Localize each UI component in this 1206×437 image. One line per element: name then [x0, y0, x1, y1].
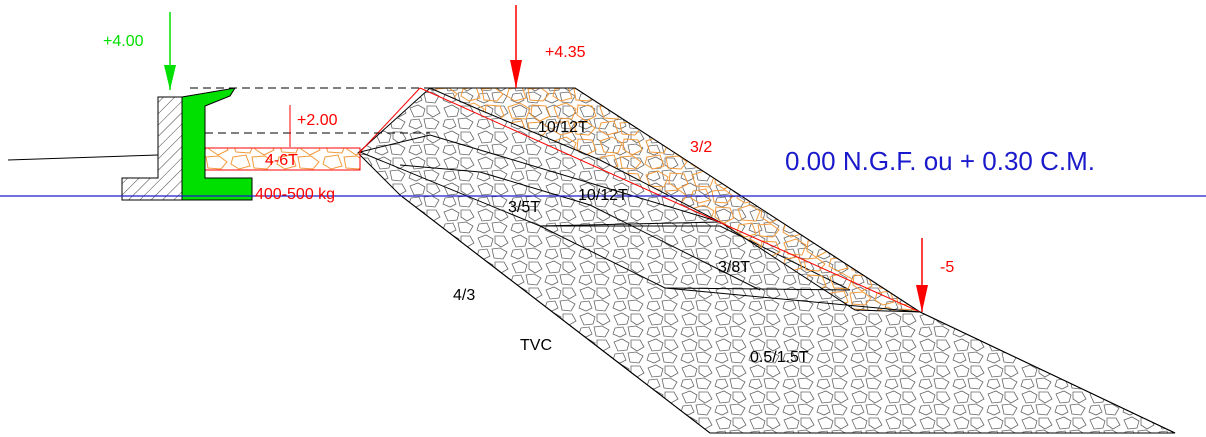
arrow-crest-level [510, 5, 522, 88]
core-body [357, 87, 1176, 434]
sea-level-label: 0.00 N.G.F. ou + 0.30 C.M. [785, 146, 1095, 176]
toe-level-label: -5 [940, 259, 954, 276]
armour-layer [429, 87, 922, 313]
layer-filter-outline [399, 164, 761, 291]
back-slope-line [399, 194, 711, 434]
layer-label-core: TVC [520, 337, 552, 354]
layer-label-armour-mid: 10/12T [578, 187, 628, 204]
crest-level-label: +4.35 [545, 44, 586, 61]
layer-label-filter: 400-500 kg [255, 186, 335, 203]
green-crown-element [181, 87, 253, 201]
layer-label-3-5t: 3/5T [508, 199, 540, 216]
ground-line [7, 154, 159, 161]
platform-level-label: +2.00 [297, 112, 338, 129]
layer-label-3-8t: 3/8T [718, 259, 750, 276]
crown-wall-concrete [121, 96, 183, 201]
layer-label-armour-top: 10/12T [538, 119, 588, 136]
core-base-line [664, 287, 1176, 434]
crown-level-label: +4.00 [103, 33, 144, 50]
arrow-toe-level [916, 238, 928, 312]
layer-label-core-low: 0.5/1.5T [750, 349, 809, 366]
layer-label-underlayer: 4-6T [265, 152, 298, 169]
slope-back-label: 4/3 [453, 287, 475, 304]
slope-line-back [359, 87, 421, 153]
slope-front-label: 3/2 [690, 139, 712, 156]
slope-line-front [419, 87, 921, 313]
arrow-crown-level [164, 12, 176, 90]
